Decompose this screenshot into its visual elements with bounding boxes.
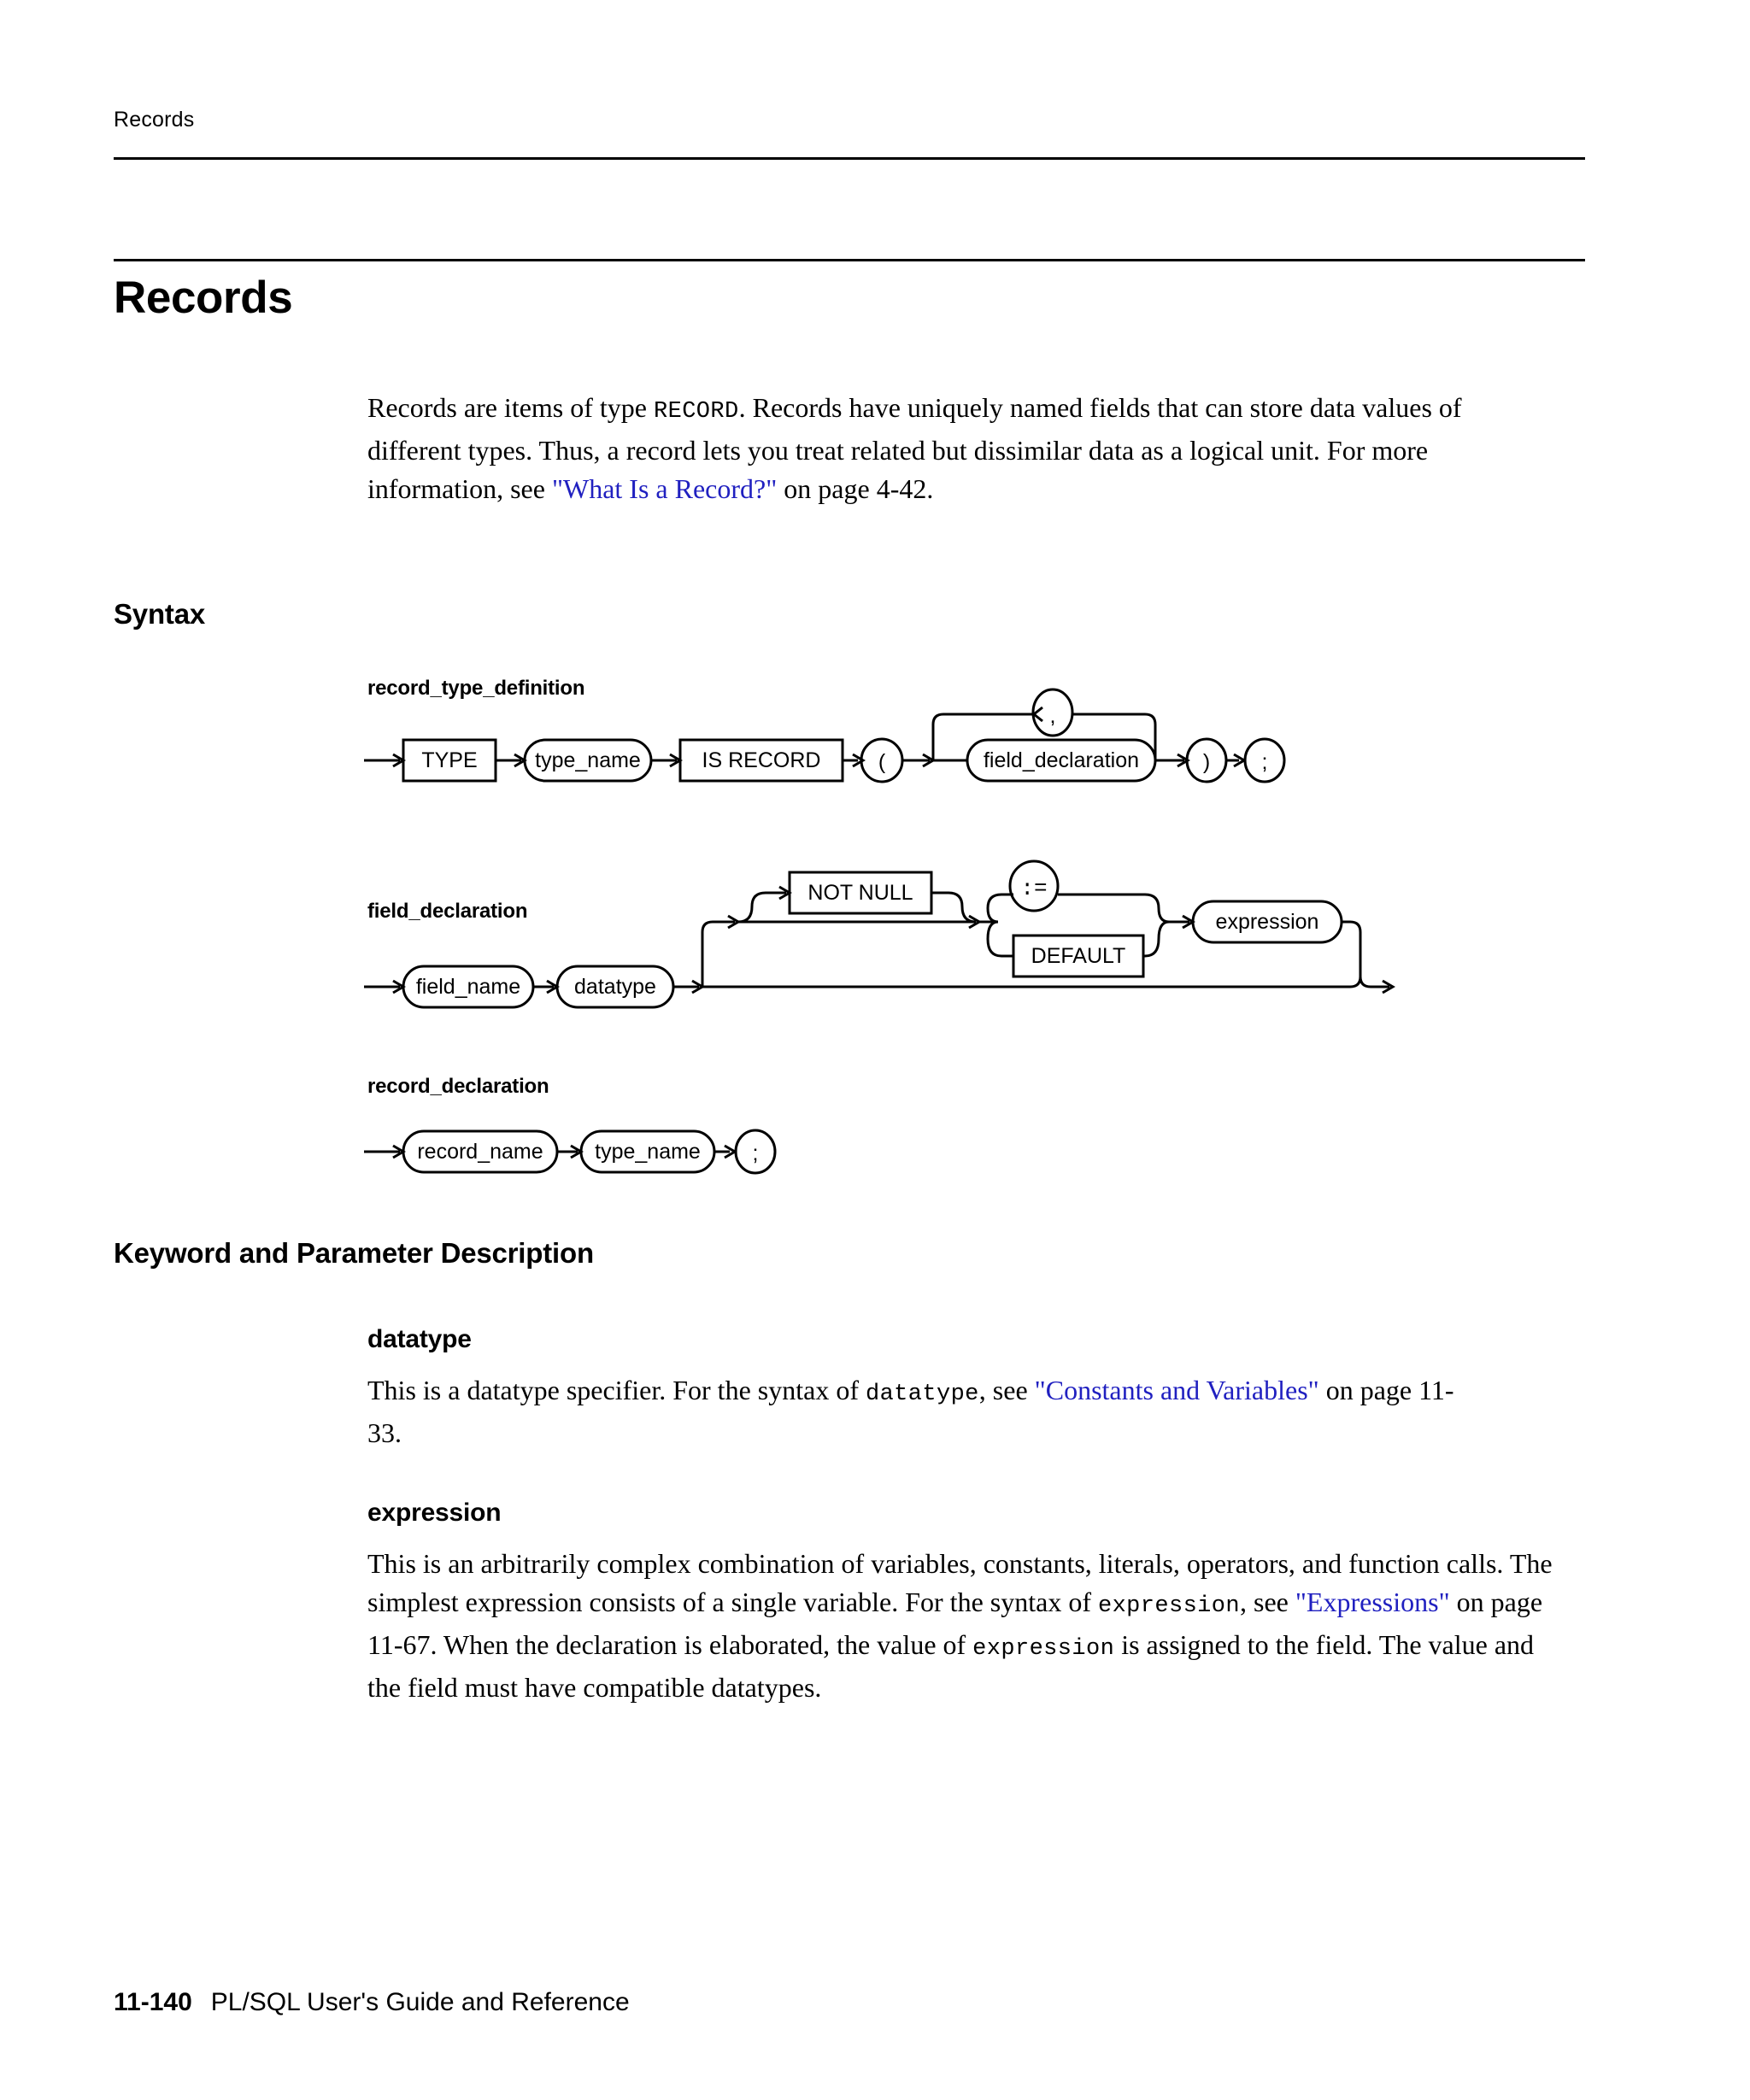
footer-page-number: 11-140 xyxy=(114,1988,192,2016)
expression-code-1: expression xyxy=(1097,1593,1240,1619)
diagram-label-field-declaration: field_declaration xyxy=(367,900,528,923)
link-expressions[interactable]: "Expressions" xyxy=(1295,1587,1450,1617)
header-rule xyxy=(114,157,1585,160)
title-rule xyxy=(114,259,1585,261)
datatype-text-part3: on page 11-33. xyxy=(367,1375,1454,1448)
param-description-datatype: This is a datatype specifier. For the sy… xyxy=(367,1371,1478,1452)
node-label-datatype: datatype xyxy=(574,975,656,999)
datatype-text-part1: This is a datatype specifier. For the sy… xyxy=(367,1375,866,1405)
node-label-open-paren: ( xyxy=(878,750,886,774)
node-label-assign: := xyxy=(1020,876,1047,901)
page-title: Records xyxy=(114,273,293,323)
intro-code-record: RECORD xyxy=(654,399,739,425)
node-label-comma: , xyxy=(1050,704,1056,728)
node-label-type: TYPE xyxy=(421,748,477,772)
link-constants-and-variables[interactable]: "Constants and Variables" xyxy=(1034,1375,1319,1405)
datatype-code: datatype xyxy=(865,1381,979,1407)
intro-paragraph: Records are items of type RECORD. Record… xyxy=(367,389,1551,508)
intro-text-part2: . Records have uniquely named fields tha… xyxy=(367,392,1462,504)
intro-text-part3: on page 4-42. xyxy=(777,473,934,504)
node-label-semicolon: ; xyxy=(753,1141,759,1165)
running-head: Records xyxy=(114,108,195,132)
railroad-diagram-field-declaration: field_name datatype NOT NULL xyxy=(359,850,1401,1012)
footer-book-title: PL/SQL User's Guide and Reference xyxy=(210,1988,630,2016)
heading-keyword-and-parameter-description: Keyword and Parameter Description xyxy=(114,1237,594,1269)
node-label-type-name: type_name xyxy=(595,1140,701,1164)
param-term-datatype: datatype xyxy=(367,1325,472,1353)
node-label-default: DEFAULT xyxy=(1031,944,1126,968)
expression-text-part2: , see xyxy=(1240,1587,1295,1617)
datatype-text-part2: , see xyxy=(978,1375,1035,1405)
heading-syntax: Syntax xyxy=(114,598,206,630)
node-label-is-record: IS RECORD xyxy=(702,748,821,772)
node-label-field-declaration: field_declaration xyxy=(984,748,1139,772)
node-label-field-name: field_name xyxy=(416,975,520,999)
railroad-diagram-record-declaration: record_name type_name ; xyxy=(359,1112,786,1189)
node-label-not-null: NOT NULL xyxy=(807,881,913,905)
expression-code-2: expression xyxy=(972,1636,1115,1662)
node-label-semicolon: ; xyxy=(1262,750,1268,774)
node-label-close-paren: ) xyxy=(1203,750,1210,774)
param-description-expression: This is an arbitrarily complex combinati… xyxy=(367,1545,1559,1707)
diagram-label-record-type-definition: record_type_definition xyxy=(367,677,585,700)
page-footer: 11-140 PL/SQL User's Guide and Reference xyxy=(114,1988,630,2017)
node-label-expression: expression xyxy=(1216,910,1319,934)
intro-text-part1: Records are items of type xyxy=(367,392,654,423)
diagram-label-record-declaration: record_declaration xyxy=(367,1075,549,1098)
node-label-record-name: record_name xyxy=(417,1140,543,1164)
node-label-type-name: type_name xyxy=(535,748,641,772)
link-what-is-a-record[interactable]: "What Is a Record?" xyxy=(551,473,778,504)
expression-text-part1: This is an arbitrarily complex combinati… xyxy=(367,1548,1553,1617)
expression-text-part4: is assigned to the field. The value and … xyxy=(367,1629,1535,1703)
railroad-diagram-record-type-definition: TYPE type_name IS RECORD ( , xyxy=(359,675,1286,790)
expression-text-part3: on page 11-67. When the declaration is e… xyxy=(367,1587,1543,1660)
param-term-expression: expression xyxy=(367,1499,502,1527)
